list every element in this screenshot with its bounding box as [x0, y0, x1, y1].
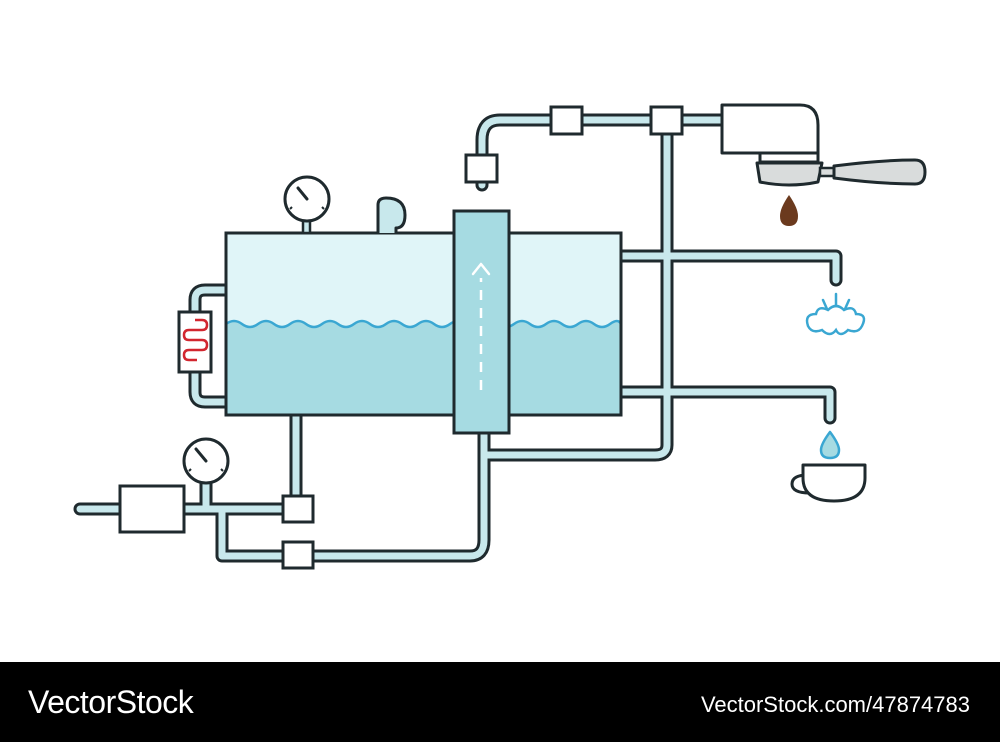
valve-drain — [281, 494, 315, 524]
valves — [281, 105, 684, 570]
hot-water-pipe — [615, 385, 837, 425]
water-wave-line — [225, 319, 623, 329]
pipes — [73, 113, 843, 563]
valve-group-left — [549, 105, 584, 136]
group-head-icon — [720, 103, 820, 164]
portafilter-icon — [755, 158, 927, 187]
safety-valve-icon — [376, 196, 407, 233]
coffee-drop-icon — [780, 195, 798, 226]
tank-outline — [224, 231, 623, 417]
steam-pipe — [615, 249, 843, 287]
watermark-url: VectorStock.com/47874783 — [700, 692, 970, 717]
cup-icon — [790, 463, 867, 503]
espresso-machine-diagram — [73, 103, 927, 570]
valve-bypass — [281, 540, 315, 570]
boiler-pressure-gauge-icon — [283, 175, 331, 235]
valve-group-right — [649, 105, 684, 136]
heater-element — [177, 310, 213, 374]
riser-pipe — [475, 113, 729, 192]
watermark-brand: VectorStock — [28, 684, 194, 720]
water-drop-icon — [819, 430, 841, 460]
heater-coil-icon — [182, 318, 209, 362]
steam-puff-icon — [805, 292, 866, 336]
inlet-pressure-gauge-icon — [182, 437, 230, 485]
flow-arrow-icon — [471, 262, 491, 276]
tank-water — [226, 321, 621, 415]
pump-icon — [118, 484, 186, 534]
watermark-bar: VectorStock VectorStock.com/47874783 — [0, 662, 1000, 742]
heat-exchanger — [452, 209, 511, 435]
boiler-tank — [224, 231, 623, 417]
valve-riser — [464, 153, 499, 184]
